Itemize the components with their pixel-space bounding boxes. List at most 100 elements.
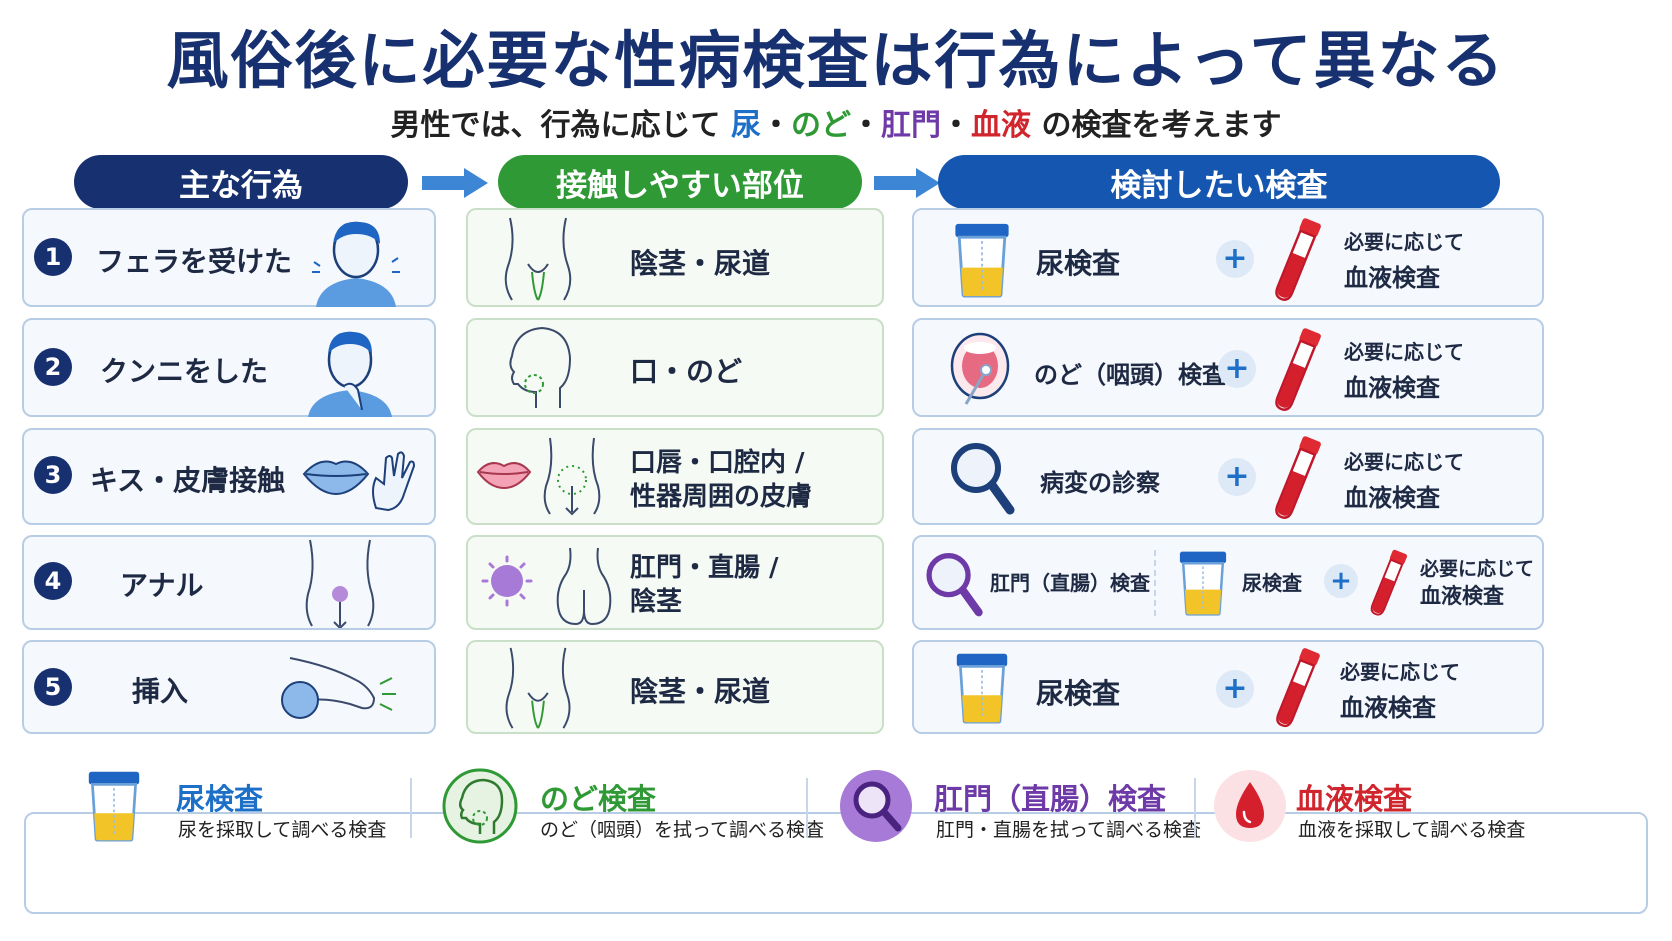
blood-note-4: 必要に応じて — [1420, 558, 1535, 580]
subtitle-dot-1: ・ — [761, 108, 791, 143]
act-label-5: 挿入 — [132, 675, 189, 708]
row-number-4: 4 — [34, 562, 72, 600]
site-label-4b: 陰茎 — [630, 587, 683, 617]
act-label-4: アナル — [120, 569, 204, 602]
anal-test-icon — [840, 770, 912, 842]
test-card-4 — [912, 535, 1544, 630]
act-label-1: フェラを受けた — [96, 245, 293, 278]
plus-icon: + — [1324, 564, 1358, 598]
blood-tube-icon — [1272, 646, 1322, 730]
row-number-5: 5 — [34, 668, 72, 706]
legend-divider — [806, 778, 808, 838]
groin-skin-icon — [543, 437, 601, 516]
subtitle-dot-2: ・ — [851, 108, 881, 143]
blood-tube-icon — [1272, 326, 1322, 414]
blood-note-5: 必要に応じて — [1340, 660, 1460, 684]
blood-test-2: 血液検査 — [1344, 374, 1440, 402]
blood-test-5: 血液検査 — [1340, 694, 1436, 722]
blood-tube-icon — [1272, 216, 1322, 304]
legend-desc-throat: のど（咽頭）を拭って調べる検査 — [540, 819, 825, 841]
plus-icon: + — [1218, 458, 1256, 496]
act-label-2: クンニをした — [100, 355, 269, 388]
subtitle-blood: 血液 — [971, 108, 1031, 143]
blood-note-2: 必要に応じて — [1344, 340, 1464, 364]
site-card-3 — [466, 428, 884, 525]
legend-title-anus: 肛門（直腸）検査 — [934, 782, 1167, 816]
urine-cup-icon — [952, 652, 1012, 724]
divider — [1154, 550, 1156, 616]
site-label-1: 陰茎・尿道 — [630, 247, 771, 280]
plus-icon: + — [1216, 670, 1254, 708]
subtitle-prefix: 男性では、行為に応じて — [390, 108, 721, 143]
legend-title-throat: のど検査 — [540, 782, 657, 816]
urine-cup-icon — [952, 222, 1012, 298]
groin-icon — [498, 214, 578, 304]
legend-desc-blood: 血液を採取して調べる検査 — [1298, 819, 1526, 841]
head-profile-icon — [509, 326, 572, 408]
thinking-person-icon — [308, 331, 392, 417]
test-label-2: のど（咽頭）検査 — [1034, 361, 1226, 389]
header-acts: 主な行為 — [74, 155, 408, 209]
blood-test-3: 血液検査 — [1344, 484, 1440, 512]
legend-divider — [1194, 778, 1196, 838]
person-icon — [312, 221, 400, 307]
throat-swab-icon — [950, 332, 1010, 405]
row-number-3: 3 — [34, 456, 72, 494]
test-label-1: 尿検査 — [1036, 247, 1121, 280]
site-card-1 — [466, 208, 884, 307]
subtitle-throat: のど — [791, 108, 851, 143]
lips-icon — [476, 462, 532, 490]
legend-title-blood: 血液検査 — [1296, 782, 1413, 816]
test-label-5: 尿検査 — [1036, 677, 1121, 710]
throat-icon — [442, 768, 518, 844]
legend-divider — [410, 778, 412, 838]
row-number-2: 2 — [34, 348, 72, 386]
legend-title-urine: 尿検査 — [176, 782, 264, 816]
arrow-icon — [422, 168, 488, 198]
blood-drop-icon — [1214, 770, 1286, 842]
site-card-5 — [466, 640, 884, 734]
buttocks-back-icon — [556, 547, 612, 626]
magnifier-icon — [922, 548, 984, 620]
legend-box — [24, 812, 1648, 914]
legend-desc-anus: 肛門・直腸を拭って調べる検査 — [936, 819, 1202, 841]
blood-test-4: 血液検査 — [1420, 584, 1504, 608]
header-tests: 検討したい検査 — [938, 155, 1500, 209]
blood-tube-icon — [1368, 548, 1408, 618]
site-label-3a: 口唇・口腔内 / — [630, 448, 805, 478]
site-label-5: 陰茎・尿道 — [630, 675, 771, 708]
penis-icon — [281, 657, 396, 719]
site-label-3b: 性器周囲の皮膚 — [630, 482, 813, 512]
subtitle-suffix: の検査を考えます — [1041, 108, 1282, 143]
lips-hand-icon — [302, 451, 416, 512]
row-number-1: 1 — [34, 238, 72, 276]
act-label-3: キス・皮膚接触 — [90, 464, 286, 497]
magnifier-icon — [946, 438, 1016, 518]
blood-note-3: 必要に応じて — [1344, 450, 1464, 474]
plus-icon: + — [1218, 350, 1256, 388]
site-card-4 — [466, 535, 884, 630]
blood-note-1: 必要に応じて — [1344, 230, 1464, 254]
groin-icon — [498, 644, 578, 732]
test-label-4b: 尿検査 — [1242, 571, 1302, 595]
test-label-3: 病変の診察 — [1040, 469, 1160, 497]
header-sites: 接触しやすい部位 — [498, 155, 862, 209]
urine-cup-icon — [1176, 550, 1230, 616]
arrow-icon — [874, 168, 940, 198]
subtitle-urine: 尿 — [731, 108, 761, 143]
blood-test-1: 血液検査 — [1344, 264, 1440, 292]
blood-tube-icon — [1272, 434, 1322, 522]
page-title: 風俗後に必要な性病検査は行為によって異なる — [166, 24, 1506, 97]
page-subtitle: 男性では、行為に応じて 尿・のど・肛門・血液 の検査を考えます — [0, 100, 1672, 144]
site-label-4a: 肛門・直腸 / — [630, 553, 779, 583]
plus-icon: + — [1216, 240, 1254, 278]
subtitle-dot-3: ・ — [941, 108, 971, 143]
site-label-2: 口・のど — [630, 355, 743, 388]
buttocks-icon — [305, 539, 375, 628]
legend-desc-urine: 尿を採取して調べる検査 — [178, 819, 387, 841]
test-label-4: 肛門（直腸）検査 — [990, 571, 1150, 595]
act-card-4 — [22, 535, 436, 630]
subtitle-anus: 肛門 — [881, 108, 941, 143]
urine-cup-icon — [84, 770, 144, 842]
virus-icon — [481, 555, 533, 607]
